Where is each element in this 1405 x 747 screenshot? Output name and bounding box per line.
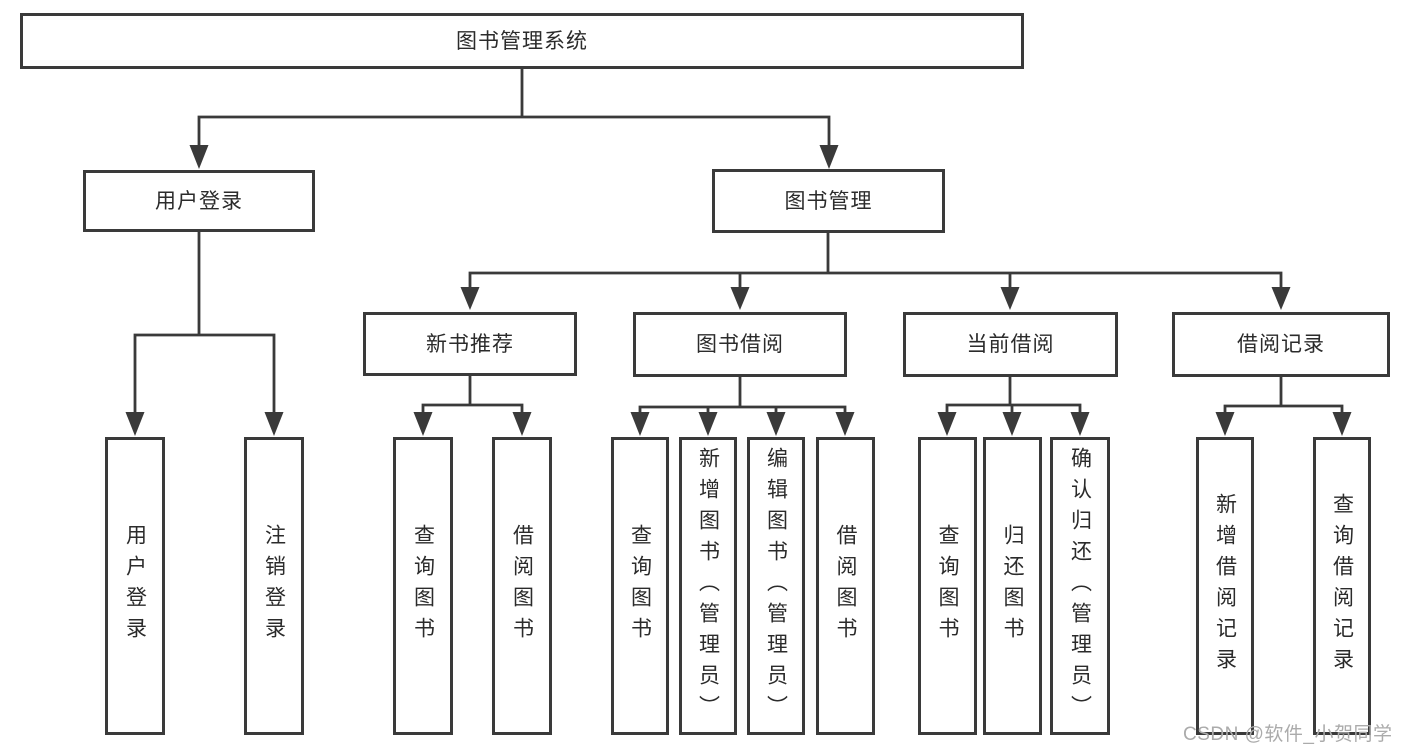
leaf-query-books-borrow-label: 查询图书 [628,524,652,648]
node-borrow-records: 借阅记录 [1172,312,1390,377]
node-book-management-label: 图书管理 [784,189,873,213]
leaf-add-book-admin: 新增图书（管理员） [679,437,737,735]
leaf-query-books-borrow: 查询图书 [611,437,669,735]
node-borrow-records-label: 借阅记录 [1237,333,1325,356]
leaf-return-books-label: 归还图书 [1001,524,1025,648]
leaf-borrow-books-recommend-label: 借阅图书 [510,524,534,648]
leaf-borrow-books-recommend: 借阅图书 [492,437,552,735]
leaf-borrow-books-label: 借阅图书 [834,524,858,648]
leaf-query-books-current: 查询图书 [918,437,977,735]
node-library-system: 图书管理系统 [20,13,1024,69]
node-library-system-label: 图书管理系统 [456,29,588,53]
node-user-login: 用户登录 [83,170,315,232]
leaf-user-login: 用户登录 [105,437,165,735]
node-new-book-recommend: 新书推荐 [363,312,577,376]
leaf-query-borrow-record: 查询借阅记录 [1313,437,1371,735]
leaf-query-books-recommend: 查询图书 [393,437,453,735]
leaf-edit-book-admin-label: 编辑图书（管理员） [764,446,788,726]
csdn-watermark: CSDN @软件_小贺同学 [1183,724,1393,745]
leaf-add-borrow-record-label: 新增借阅记录 [1213,493,1237,679]
leaf-borrow-books: 借阅图书 [816,437,875,735]
leaf-query-books-recommend-label: 查询图书 [411,524,435,648]
leaf-user-login-label: 用户登录 [123,524,147,648]
leaf-query-borrow-record-label: 查询借阅记录 [1330,493,1354,679]
leaf-add-borrow-record: 新增借阅记录 [1196,437,1254,735]
node-book-management: 图书管理 [712,169,945,233]
leaf-confirm-return-admin-label: 确认归还（管理员） [1068,446,1092,726]
node-book-borrow-label: 图书借阅 [696,333,784,356]
node-new-book-recommend-label: 新书推荐 [426,332,514,356]
node-current-borrow: 当前借阅 [903,312,1118,377]
leaf-logout-label: 注销登录 [262,524,286,648]
node-book-borrow: 图书借阅 [633,312,847,377]
leaf-query-books-current-label: 查询图书 [936,524,960,648]
leaf-add-book-admin-label: 新增图书（管理员） [696,446,720,726]
leaf-confirm-return-admin: 确认归还（管理员） [1050,437,1110,735]
leaf-logout: 注销登录 [244,437,304,735]
leaf-edit-book-admin: 编辑图书（管理员） [747,437,805,735]
node-user-login-label: 用户登录 [155,189,243,213]
node-current-borrow-label: 当前借阅 [966,333,1055,356]
leaf-return-books: 归还图书 [983,437,1042,735]
